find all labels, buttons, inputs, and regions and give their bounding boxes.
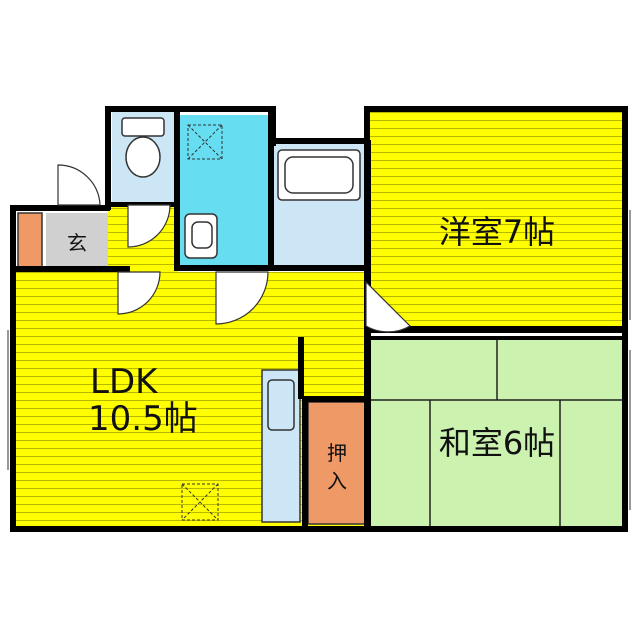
- bathtub-icon: [277, 149, 361, 201]
- kitchen-sink: [267, 379, 295, 431]
- tatami-lines: [370, 340, 622, 530]
- closet-floor: [307, 401, 367, 525]
- western-room-floor: [370, 112, 622, 332]
- japanese-room-floor: [370, 340, 622, 530]
- vent-icon: [187, 124, 223, 160]
- ldk-vent-icon: [181, 483, 219, 521]
- window-lines: [7, 210, 631, 510]
- ldk-label: LDK: [90, 362, 159, 402]
- western-room-label: 洋室7帖: [439, 213, 555, 251]
- closet-label-2: 入: [327, 469, 347, 493]
- entrance-floor: [46, 213, 108, 268]
- japanese-room-label: 和室6帖: [439, 424, 555, 462]
- entrance-label: 玄: [67, 231, 87, 255]
- washbasin-icon: [184, 213, 218, 259]
- doors: [57, 164, 411, 333]
- closet-label-1: 押: [327, 441, 347, 465]
- ldk-size-label: 10.5帖: [88, 399, 198, 439]
- walls: [10, 106, 628, 532]
- toilet-icon: [121, 117, 165, 178]
- shoe-cabinet: [17, 212, 43, 269]
